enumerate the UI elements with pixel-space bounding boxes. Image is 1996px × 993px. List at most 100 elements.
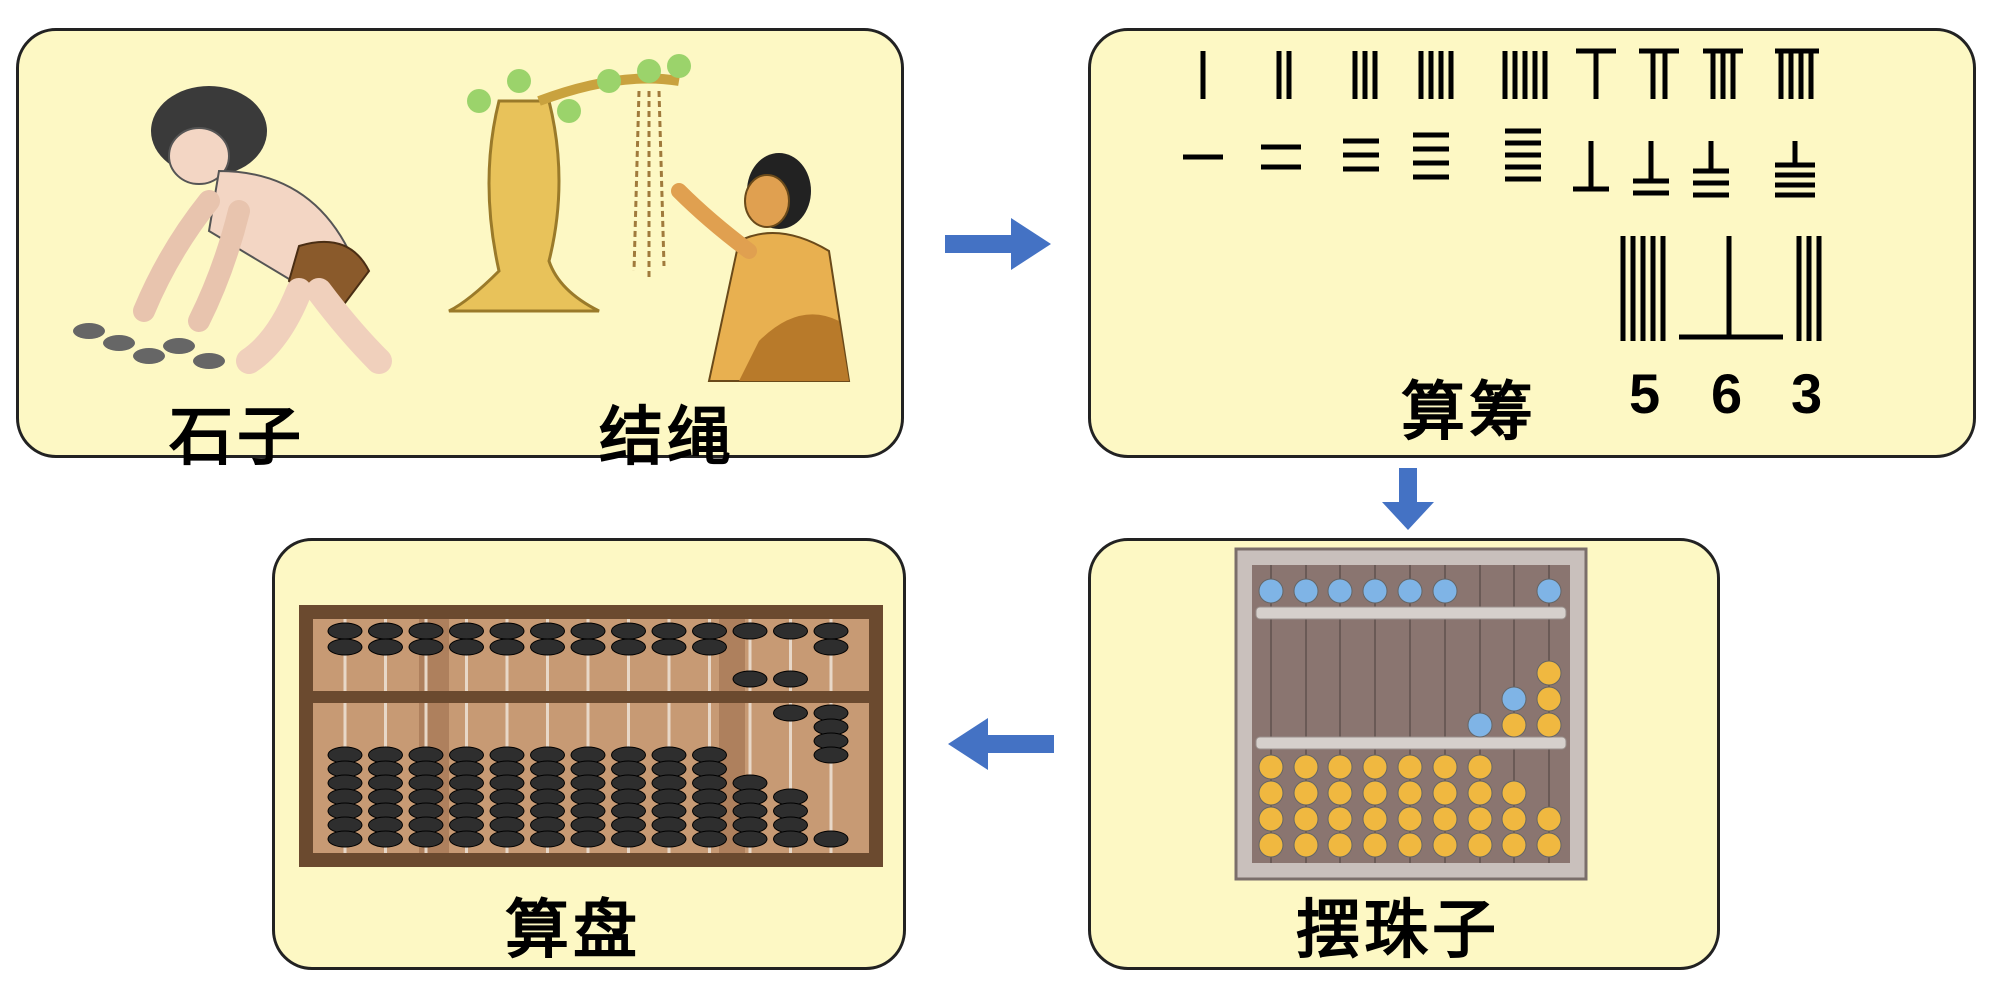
abacus-bead (449, 638, 484, 656)
abacus-bead (327, 638, 363, 656)
bead (1467, 712, 1493, 738)
bead (1501, 712, 1527, 738)
panel-counting-rods: 算筹 5 6 3 (1088, 28, 1976, 458)
abacus-bead (408, 622, 444, 640)
bead (1293, 780, 1319, 806)
abacus-bead (449, 830, 484, 848)
panel-abacus: 算盘 (272, 538, 906, 970)
abacus-bead (368, 622, 403, 640)
bead (1501, 686, 1527, 712)
bead (1362, 578, 1388, 604)
bead-placement-label: 摆珠子 (1296, 893, 1500, 968)
abacus-bead (651, 830, 687, 848)
abacus-bead (408, 638, 444, 656)
bead (1258, 832, 1284, 858)
abacus-bead (570, 830, 606, 848)
bead (1432, 780, 1458, 806)
bead (1467, 780, 1493, 806)
bead (1536, 578, 1562, 604)
bead (1397, 780, 1423, 806)
abacus-bead (773, 704, 808, 722)
abacus-bead (732, 830, 768, 848)
bead (1327, 806, 1353, 832)
abacus-bead (773, 830, 808, 848)
abacus-bead (327, 830, 363, 848)
bead-divider (1255, 606, 1567, 620)
abacus-bead (489, 830, 525, 848)
abacus-bead (773, 670, 808, 688)
abacus-bead (813, 638, 849, 656)
abacus-bead (489, 622, 525, 640)
digit-6: 6 (1711, 362, 1743, 425)
abacus-bead (732, 622, 768, 640)
bead (1362, 832, 1388, 858)
abacus-bead (530, 622, 565, 640)
bead (1467, 832, 1493, 858)
abacus-bead (813, 622, 849, 640)
bead (1432, 754, 1458, 780)
bead (1293, 832, 1319, 858)
bead (1536, 832, 1562, 858)
knot-tying-illustration (448, 54, 851, 382)
bead-board (1234, 547, 1588, 881)
abacus-bead (570, 638, 606, 656)
bead (1432, 832, 1458, 858)
bead (1327, 780, 1353, 806)
abacus-bead (570, 622, 606, 640)
abacus-bead (327, 622, 363, 640)
stones-label: 石子 (169, 400, 305, 475)
abacus-bead (611, 638, 646, 656)
knots-label: 结绳 (599, 400, 735, 475)
bead (1432, 806, 1458, 832)
caveman-stones-illustration (73, 86, 392, 374)
abacus-bead (611, 622, 646, 640)
abacus-bead (773, 622, 808, 640)
abacus-bead (530, 830, 565, 848)
bead (1258, 806, 1284, 832)
abacus-bead (692, 830, 727, 848)
bead (1536, 712, 1562, 738)
abacus-bead (611, 830, 646, 848)
abacus-bead (732, 670, 768, 688)
abacus-bead (408, 830, 444, 848)
bead (1501, 806, 1527, 832)
bead-divider (1255, 736, 1567, 750)
abacus-bead (651, 638, 687, 656)
bead (1258, 578, 1284, 604)
abacus-bead (692, 638, 727, 656)
bead (1327, 832, 1353, 858)
digit-3: 3 (1791, 362, 1823, 425)
arrow-down-icon (1382, 468, 1434, 530)
bead (1397, 832, 1423, 858)
abacus-bead (449, 622, 484, 640)
bead (1362, 806, 1388, 832)
arrow-left-icon (948, 718, 1054, 770)
bead (1258, 780, 1284, 806)
bead (1432, 578, 1458, 604)
bead (1293, 578, 1319, 604)
arrow-right-icon (945, 218, 1051, 270)
bead (1397, 578, 1423, 604)
bead (1467, 754, 1493, 780)
bead (1362, 780, 1388, 806)
abacus-bead (692, 622, 727, 640)
bead (1397, 806, 1423, 832)
bead (1397, 754, 1423, 780)
bead (1293, 754, 1319, 780)
bead (1327, 578, 1353, 604)
abacus-bead (813, 746, 849, 764)
abacus-illustration (299, 605, 883, 867)
bead (1362, 754, 1388, 780)
bead (1467, 806, 1493, 832)
abacus-bead (530, 638, 565, 656)
bead (1536, 806, 1562, 832)
abacus-bead (813, 830, 849, 848)
bead (1327, 754, 1353, 780)
abacus-bead (368, 638, 403, 656)
abacus-label: 算盘 (505, 893, 641, 968)
bead (1501, 780, 1527, 806)
bead (1536, 660, 1562, 686)
abacus-bead (368, 830, 403, 848)
bead (1536, 686, 1562, 712)
panel-bead-placement: 摆珠子 (1088, 538, 1720, 970)
